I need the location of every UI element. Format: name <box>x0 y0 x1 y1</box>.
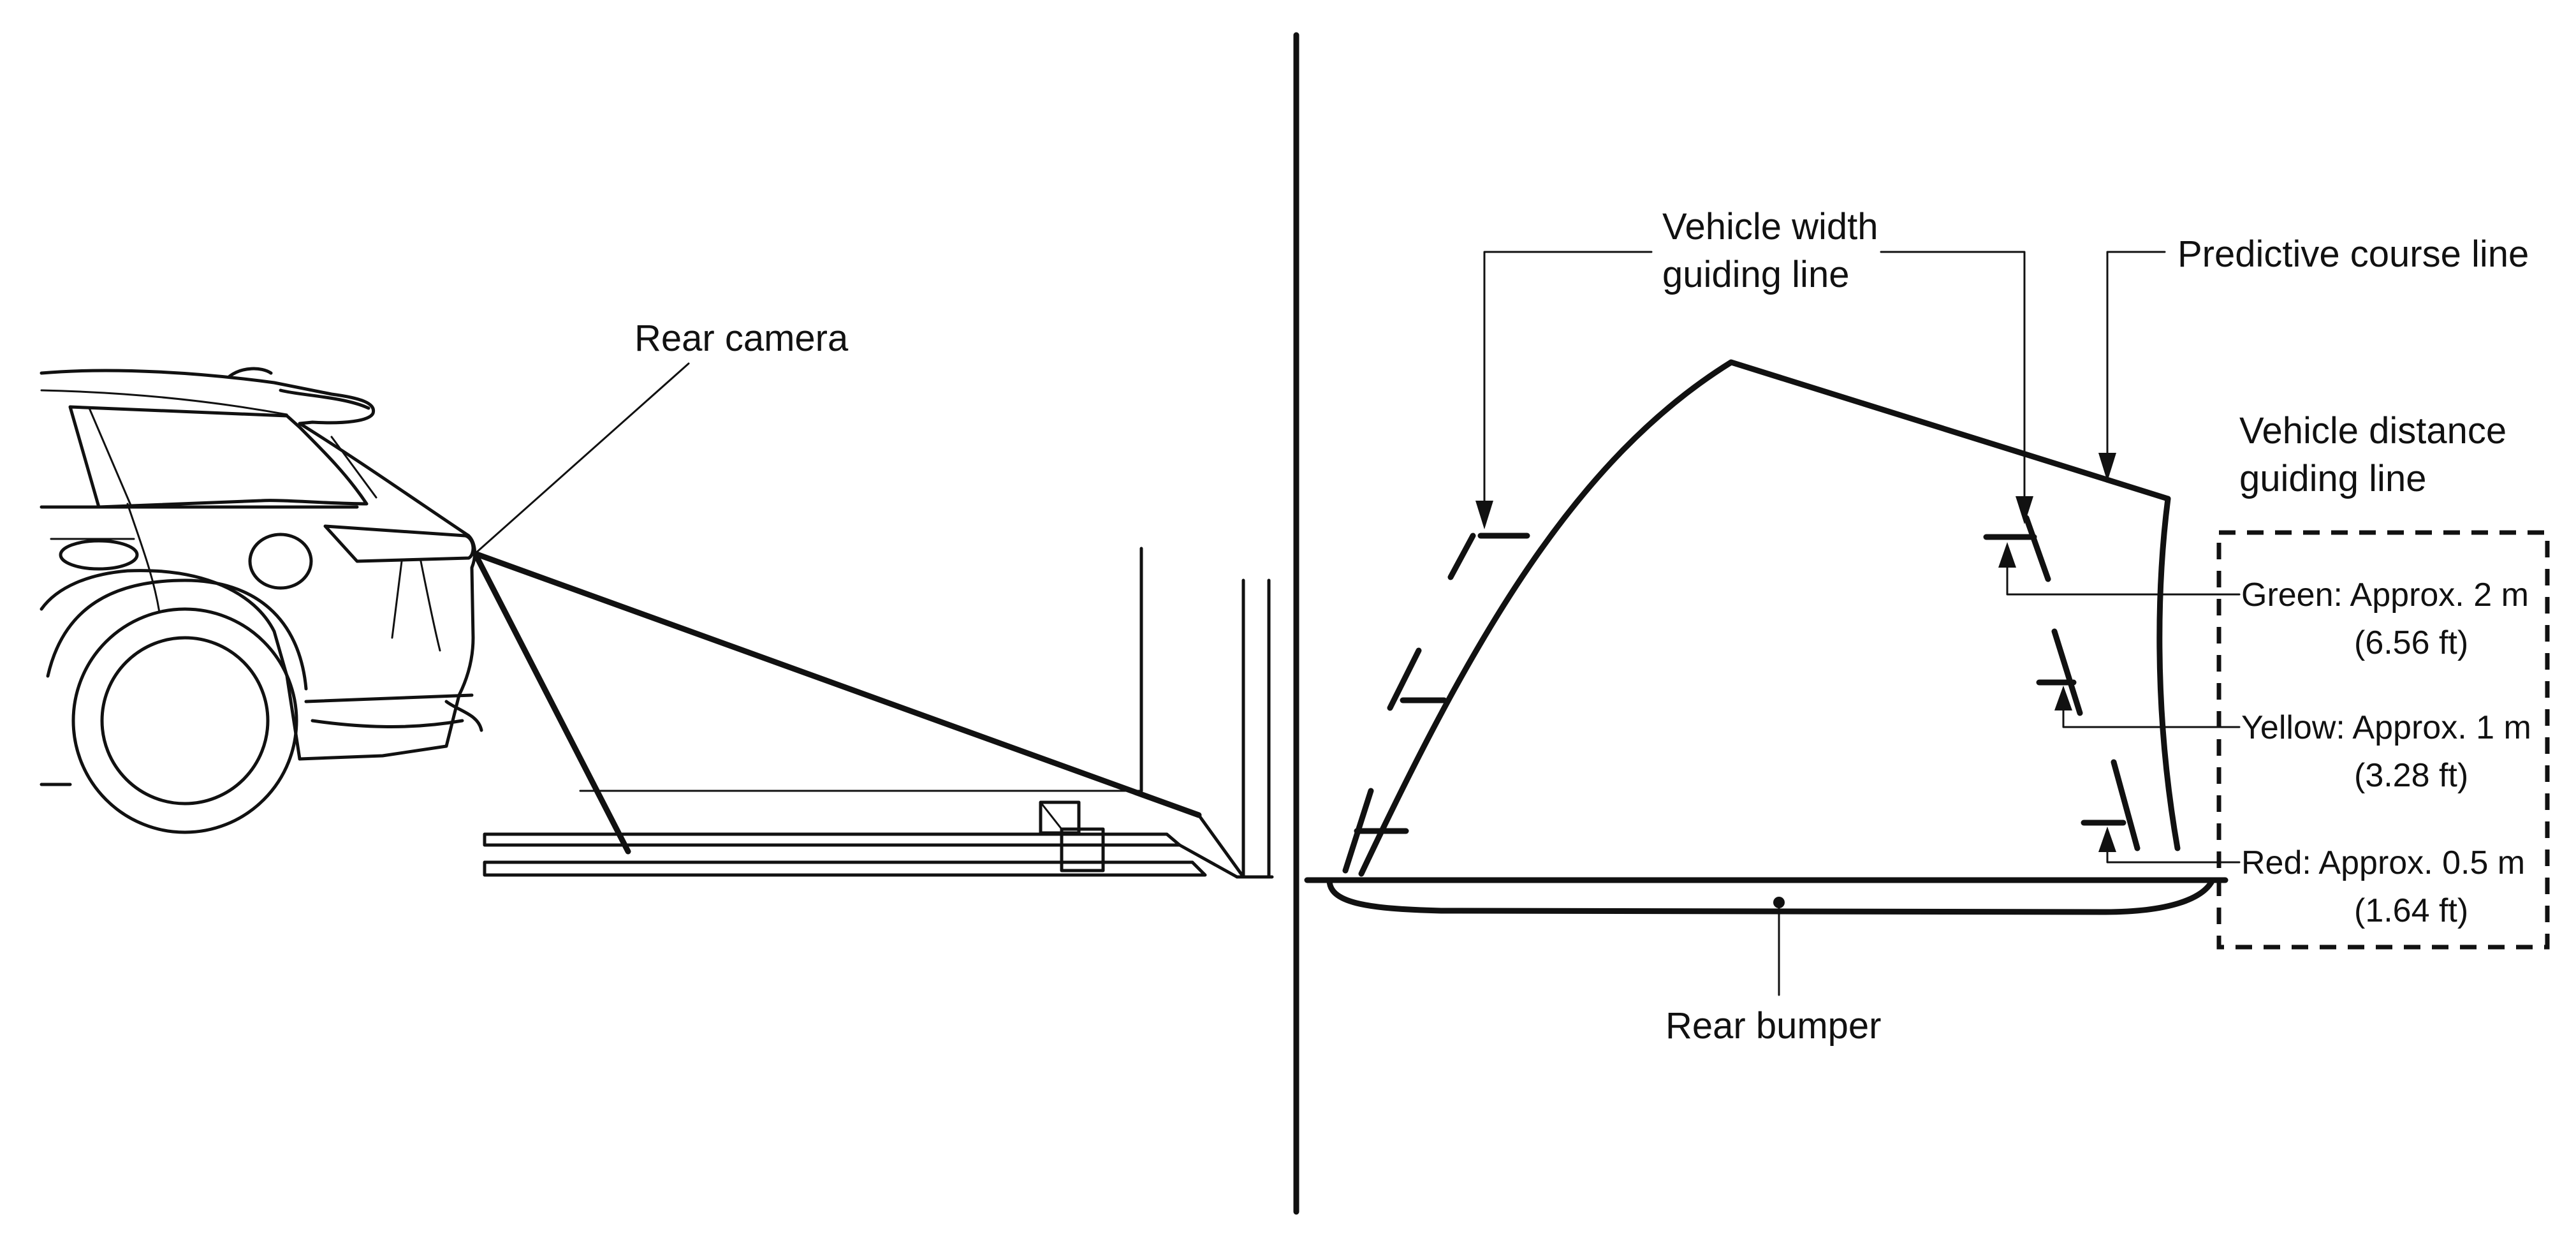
right-width-guide <box>1983 515 2141 851</box>
vehicle-side-badge <box>59 539 139 571</box>
right-guide-segment-3 <box>2111 759 2141 851</box>
rear-bumper-label: Rear bumper <box>1665 1005 1881 1047</box>
wall-floor-join <box>1178 813 1245 879</box>
yellow-distance-pointer <box>2062 702 2241 728</box>
obstacle-box-front <box>1060 827 1105 872</box>
vehicle-distance-label-line2: guiding line <box>2239 458 2426 499</box>
rear-camera-label: Rear camera <box>634 318 849 359</box>
monitor-view: Rear bumper Vehicle width guiding <box>1304 206 2550 1047</box>
obstacle-box-back <box>1039 800 1081 835</box>
green-distance-label: Green: Approx. 2 m <box>2241 577 2529 614</box>
vehicle-wheel-arch <box>46 578 308 691</box>
vehicle-hatch-line <box>391 560 441 652</box>
parking-stripe-upper <box>483 832 1182 847</box>
predictive-course-label: Predictive course line <box>2177 233 2529 275</box>
vehicle-width-arrow-right <box>2016 496 2033 524</box>
distance-legend-box <box>2216 530 2550 950</box>
green-distance-arrow <box>1998 542 2016 568</box>
red-distance-label: Red: Approx. 0.5 m <box>2241 844 2525 881</box>
predictive-course-pointer <box>2106 251 2166 457</box>
camera-view-cone <box>472 550 1202 855</box>
vehicle-roof-outline <box>40 369 376 425</box>
vehicle-rear-wheel-tire <box>71 607 298 834</box>
vehicle-distance-label-line1: Vehicle distance <box>2239 410 2506 452</box>
vehicle-width-label-line2: guiding line <box>1662 254 1849 295</box>
vehicle-fuel-door <box>248 533 313 590</box>
predictive-course-right-edge <box>2156 496 2181 851</box>
vehicle-roof-inner <box>40 389 288 416</box>
vehicle-tail-light <box>323 524 475 563</box>
vehicle-width-label-line1: Vehicle width <box>1662 206 1878 247</box>
vehicle-side-view <box>40 367 483 834</box>
vehicle-width-pointer-right <box>1880 251 2026 499</box>
yellow-distance-arrow <box>2054 686 2072 710</box>
vehicle-rear-window <box>68 405 369 509</box>
vehicle-rear-hatch <box>298 422 477 761</box>
right-guide-segment-2 <box>2051 628 2083 716</box>
parking-stripe-lower <box>483 860 1207 877</box>
obstacle-box-edge <box>1039 801 1063 830</box>
vehicle-door-line <box>50 503 161 614</box>
yellow-distance-label: Yellow: Approx. 1 m <box>2241 709 2531 746</box>
vehicle-rear-wheel-rim <box>100 636 270 806</box>
wall-posts <box>1139 547 1274 879</box>
predictive-course-arrow <box>2098 453 2116 482</box>
right-guide-segment-1 <box>2023 515 2051 582</box>
left-width-guide <box>1342 533 1530 874</box>
vehicle-distance-callout: Vehicle distance guiding line Green: App… <box>1998 410 2550 950</box>
vehicle-width-callout: Vehicle width guiding line <box>1475 206 2033 529</box>
camera-view-lower-line <box>472 550 631 855</box>
rear-bumper-curve <box>1326 877 2216 915</box>
vehicle-body-side <box>40 505 359 786</box>
ground-scene <box>483 547 1274 879</box>
green-distance-imperial: (6.56 ft) <box>2354 624 2468 661</box>
rear-camera-pointer <box>474 362 690 555</box>
predictive-course-callout: Predictive course line <box>2098 233 2529 482</box>
vehicle-rear-bumper-side <box>304 693 483 732</box>
left-guide-segment-1 <box>1447 533 1476 580</box>
predictive-course-line <box>1358 359 2171 877</box>
red-distance-imperial: (1.64 ft) <box>2354 892 2468 929</box>
camera-view-upper-line <box>472 550 1202 818</box>
yellow-distance-imperial: (3.28 ft) <box>2354 757 2468 794</box>
vehicle-width-pointer-left <box>1483 251 1653 505</box>
vehicle-width-arrow-left <box>1475 501 1493 529</box>
green-distance-pointer <box>2006 559 2241 596</box>
vehicle-spoiler <box>228 367 370 410</box>
left-guide-segment-2 <box>1387 647 1422 711</box>
red-distance-arrow <box>2098 827 2116 852</box>
